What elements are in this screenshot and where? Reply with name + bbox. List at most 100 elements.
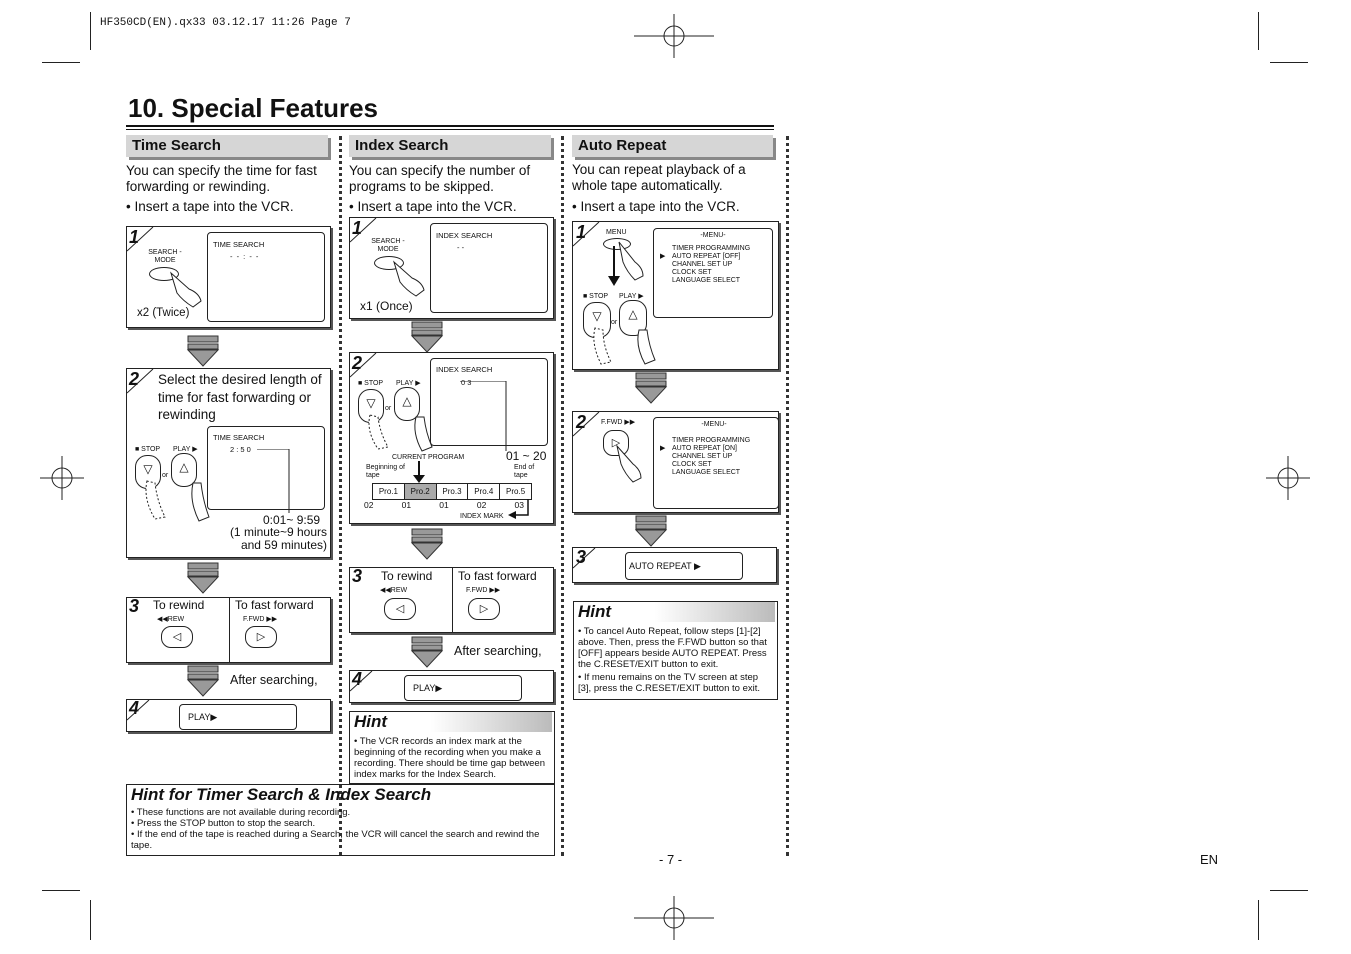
after-searching-label: After searching,: [230, 673, 318, 687]
time-range-note: (1 minute~9 hours and 59 minutes): [229, 525, 327, 552]
current-program-arrow: [413, 461, 425, 483]
registration-mark-right: [1266, 456, 1310, 500]
program-cell: Pro.4: [468, 484, 501, 499]
menu-item[interactable]: LANGUAGE SELECT: [672, 469, 741, 476]
page-title: 10. Special Features: [128, 93, 379, 123]
crop-mark: [42, 62, 80, 63]
index-mark-numbers: 02 01 01 02 03: [364, 500, 524, 510]
auto-repeat-heading: Auto Repeat: [572, 135, 773, 157]
column-divider: [339, 136, 342, 856]
crop-mark: [1258, 12, 1259, 50]
program-cell: Pro.1: [373, 484, 405, 499]
crop-mark: [90, 12, 91, 50]
tv-menu-screen: -MENU- ▶ TIMER PROGRAMMING AUTO REPEAT […: [653, 228, 773, 318]
menu-item[interactable]: TIMER PROGRAMMING: [672, 437, 751, 444]
program-count-value: 0 3: [461, 378, 472, 387]
menu-item[interactable]: AUTO REPEAT [OFF]: [672, 253, 741, 260]
time-search-intro: You can specify the time for fast forwar…: [126, 163, 317, 194]
fast-forward-button[interactable]: ▷: [245, 626, 277, 648]
menu-item[interactable]: AUTO REPEAT [ON]: [672, 445, 737, 452]
hint-text: • The VCR records an index mark at the b…: [354, 736, 546, 780]
time-search-step1: 1 SEARCH -MODE TIME SEARCH ‑ ‑ : ‑ ‑ x2 …: [126, 226, 331, 328]
auto-repeat-step3: 3 AUTO REPEAT ▶: [572, 547, 777, 583]
tv-menu-screen: -MENU- ▶ TIMER PROGRAMMING AUTO REPEAT […: [653, 417, 779, 509]
index-search-step3: 3 To rewind To fast forward ◀◀REW F.FWD …: [349, 566, 554, 633]
index-mark-arrow: [508, 499, 529, 519]
down-arrow-icon: [634, 515, 668, 547]
tv-screen: TIME SEARCH 2 : 5 0: [207, 426, 325, 510]
hint-title: Hint: [350, 712, 552, 732]
menu-item[interactable]: CLOCK SET: [672, 269, 712, 276]
menu-cursor: ▶: [660, 445, 666, 452]
index-search-step4: 4 PLAY▶: [349, 669, 554, 703]
down-arrow-icon: [410, 528, 444, 560]
program-cell: Pro.3: [437, 484, 469, 499]
tv-screen: TIME SEARCH ‑ ‑ : ‑ ‑: [207, 232, 325, 322]
finger-icon: [593, 327, 656, 365]
fast-forward-button[interactable]: ▷: [468, 598, 500, 620]
rewind-button[interactable]: ◁: [161, 626, 193, 648]
search-mode-label: SEARCH -MODE: [148, 249, 182, 264]
fast-forward-button[interactable]: ▷: [603, 430, 629, 456]
finger-icon: [170, 271, 202, 308]
title-rule: [126, 125, 774, 127]
after-searching-label: After searching,: [454, 644, 542, 658]
file-info-header: HF350CD(EN).qx33 03.12.17 11:26 Page 7: [100, 17, 351, 29]
tv-screen: INDEX SEARCH ‑ ‑: [430, 223, 548, 313]
menu-item[interactable]: TIMER PROGRAMMING: [672, 245, 751, 252]
flash-indicator: ‑ ‑: [457, 243, 465, 252]
press-count: x2 (Twice): [137, 307, 190, 319]
title-rule: [126, 129, 774, 130]
crop-mark: [90, 900, 91, 940]
index-search-step1: 1 SEARCH -MODE INDEX SEARCH ‑ ‑ x1 (Once…: [349, 217, 554, 319]
time-search-step3: 3 To rewind To fast forward ◀◀REW F.FWD …: [126, 596, 331, 663]
down-arrow-icon: [186, 665, 220, 697]
rewind-button[interactable]: ◁: [384, 598, 416, 620]
down-arrow-icon: [186, 562, 220, 594]
time-search-heading: Time Search: [126, 135, 328, 157]
display-panel: PLAY▶: [179, 704, 297, 730]
crop-mark: [42, 890, 80, 891]
bottom-hint: Hint for Timer Search & Index Search • T…: [126, 784, 555, 856]
finger-icon: [368, 414, 433, 452]
menu-item[interactable]: CHANNEL SET UP: [672, 261, 733, 268]
registration-mark-bottom: [634, 896, 714, 940]
auto-repeat-step1: 1 MENU ■ STOP PLAY ▶ ▽ △ or -MENU- ▶ TIM…: [572, 221, 779, 370]
play-button[interactable]: △: [394, 387, 420, 421]
step2-instruction: Select the desired length of time for fa…: [158, 372, 322, 422]
auto-repeat-intro: You can repeat playback of a whole tape …: [572, 162, 746, 193]
menu-item[interactable]: CLOCK SET: [672, 461, 712, 468]
finger-icon: [145, 480, 210, 522]
index-search-step2: 2 ■ STOP PLAY ▶ ▽ △ or INDEX SEARCH 0 3 …: [349, 352, 554, 524]
menu-item[interactable]: LANGUAGE SELECT: [672, 277, 741, 284]
time-search-step4: 4 PLAY▶: [126, 698, 331, 732]
finger-icon: [618, 241, 644, 281]
time-search-step2: 2 Select the desired length of time for …: [126, 368, 331, 558]
index-search-heading: Index Search: [349, 135, 551, 157]
menu-button[interactable]: [603, 238, 631, 250]
registration-mark-left: [40, 456, 84, 500]
display-panel: AUTO REPEAT ▶: [625, 552, 743, 580]
down-arrow-icon: [186, 335, 220, 367]
time-value: 2 : 5 0: [230, 445, 251, 454]
page-number: - 7 -: [659, 852, 683, 867]
callout-line: [460, 381, 507, 451]
crop-mark: [1270, 62, 1308, 63]
tape-diagram: Pro.1 Pro.2 Pro.3 Pro.4 Pro.5: [372, 483, 532, 500]
index-search-hint: Hint • The VCR records an index mark at …: [349, 711, 555, 784]
display-panel: PLAY▶: [404, 675, 522, 701]
column-divider: [786, 136, 789, 856]
callout-line: [257, 449, 290, 513]
auto-repeat-hint: Hint • To cancel Auto Repeat, follow ste…: [573, 601, 778, 700]
menu-item[interactable]: CHANNEL SET UP: [672, 453, 733, 460]
time-search-bullet: • Insert a tape into the VCR.: [126, 199, 294, 214]
language-tag: EN: [1200, 852, 1219, 867]
divider: [229, 598, 230, 662]
hint-title: Hint for Timer Search & Index Search: [131, 785, 432, 804]
play-button[interactable]: △: [171, 453, 197, 487]
search-mode-button[interactable]: [149, 267, 179, 281]
hint-title: Hint: [574, 602, 775, 622]
step-corner: [127, 227, 154, 252]
index-search-intro: You can specify the number of programs t…: [349, 163, 531, 194]
finger-icon: [616, 444, 642, 483]
